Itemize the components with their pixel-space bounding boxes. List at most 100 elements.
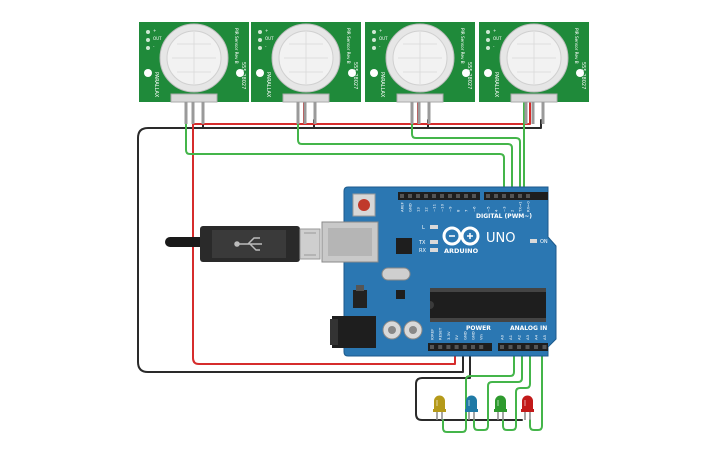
pir-pin-label: + bbox=[265, 28, 268, 33]
pir-pin-label: + bbox=[379, 28, 382, 33]
led-tx-label: TX bbox=[418, 240, 426, 246]
header-pin[interactable] bbox=[446, 345, 451, 349]
pir-1-signal-wire[interactable] bbox=[185, 102, 505, 197]
jumper-pad bbox=[258, 46, 262, 50]
crystal-oscillator bbox=[381, 267, 411, 281]
led-4-signal-wire[interactable] bbox=[529, 339, 543, 431]
jumper-pad bbox=[486, 38, 490, 42]
lens-base bbox=[510, 93, 558, 103]
power-wire[interactable] bbox=[192, 102, 456, 365]
ic-socket-top bbox=[430, 288, 546, 292]
mount-hole bbox=[462, 69, 470, 77]
header-pin[interactable] bbox=[408, 194, 412, 198]
pir-2-signal-wire[interactable] bbox=[297, 102, 513, 197]
header-pin[interactable] bbox=[438, 345, 443, 349]
pir-3-signal-wire[interactable] bbox=[411, 102, 521, 197]
header-pin[interactable] bbox=[510, 194, 514, 198]
pir-code: 555-28027 bbox=[240, 62, 246, 89]
header-pin[interactable] bbox=[454, 345, 459, 349]
led-3-signal-wire[interactable] bbox=[502, 339, 531, 431]
pir-code: 555-28027 bbox=[352, 62, 358, 89]
usb-symbol-icon bbox=[234, 237, 262, 251]
pir-pin[interactable] bbox=[184, 102, 188, 124]
header-pin[interactable] bbox=[440, 194, 444, 198]
lens-base bbox=[170, 93, 218, 103]
pir-pin[interactable] bbox=[410, 102, 414, 124]
pir-pin[interactable] bbox=[191, 102, 195, 124]
header-pin[interactable] bbox=[525, 345, 530, 349]
header-pin[interactable] bbox=[526, 194, 530, 198]
power-jack[interactable] bbox=[332, 316, 376, 348]
jumper-pad bbox=[146, 46, 150, 50]
lens-facets bbox=[284, 32, 328, 84]
header-pin[interactable] bbox=[471, 345, 475, 349]
pir-pin-label: OUT bbox=[153, 36, 162, 41]
header-pin[interactable] bbox=[479, 345, 484, 349]
jumper-pad bbox=[372, 38, 376, 42]
header-pin[interactable] bbox=[400, 194, 404, 198]
power-label: POWER bbox=[466, 325, 491, 332]
pir-pin[interactable] bbox=[313, 102, 317, 124]
led-rim bbox=[433, 409, 446, 412]
header-pin[interactable] bbox=[448, 194, 452, 198]
pir-pin[interactable] bbox=[303, 102, 307, 124]
header-pin[interactable] bbox=[416, 194, 420, 198]
digital-header-left bbox=[398, 192, 480, 200]
pir-power-chain[interactable] bbox=[192, 102, 531, 125]
pir-pin[interactable] bbox=[417, 102, 421, 124]
header-pin[interactable] bbox=[472, 194, 476, 198]
pir-pin[interactable] bbox=[296, 102, 300, 124]
header-pin[interactable] bbox=[424, 194, 428, 198]
led-3[interactable] bbox=[494, 395, 507, 420]
pir-pin[interactable] bbox=[524, 102, 528, 124]
atmega-microcontroller bbox=[430, 292, 546, 318]
reset-button[interactable] bbox=[358, 199, 370, 211]
led-ground-wire[interactable] bbox=[415, 339, 471, 421]
pir-brand: PARALLAX bbox=[379, 72, 385, 98]
led-dome bbox=[495, 395, 506, 409]
pir-pin-label: - bbox=[379, 44, 381, 49]
led-dome bbox=[466, 395, 477, 409]
header-pin[interactable] bbox=[542, 345, 547, 349]
header-pin[interactable] bbox=[494, 194, 498, 198]
pin-label: A0 bbox=[500, 334, 505, 340]
digital-label: DIGITAL (PWM~) bbox=[476, 213, 532, 220]
header-pin[interactable] bbox=[508, 345, 513, 349]
led-dome bbox=[434, 395, 445, 409]
pir-pin[interactable] bbox=[531, 102, 535, 124]
ic-socket-bottom bbox=[430, 318, 546, 322]
header-pin[interactable] bbox=[517, 345, 521, 349]
pir-code: 555-28027 bbox=[580, 62, 586, 89]
pir-pin[interactable] bbox=[201, 102, 205, 124]
led-2[interactable] bbox=[465, 395, 478, 420]
header-pin[interactable] bbox=[432, 194, 436, 198]
header-pin[interactable] bbox=[462, 345, 467, 349]
header-pin[interactable] bbox=[456, 194, 460, 198]
lens-base bbox=[396, 93, 444, 103]
header-pin[interactable] bbox=[518, 194, 522, 198]
pir-pin-label: OUT bbox=[379, 36, 388, 41]
pir-pin[interactable] bbox=[427, 102, 431, 124]
pin-label: 3.3V bbox=[446, 331, 451, 340]
pin-label: Vin bbox=[479, 333, 484, 340]
led-1[interactable] bbox=[433, 395, 446, 420]
arduino-model: UNO bbox=[486, 231, 515, 246]
header-pin[interactable] bbox=[500, 345, 504, 349]
header-pin[interactable] bbox=[430, 345, 434, 349]
header-pin[interactable] bbox=[502, 194, 506, 198]
header-pin[interactable] bbox=[534, 345, 538, 349]
header-pin[interactable] bbox=[486, 194, 490, 198]
ground-wire[interactable] bbox=[137, 102, 464, 373]
led-4[interactable] bbox=[521, 395, 534, 420]
pin-label: A5 bbox=[542, 334, 547, 340]
header-pin[interactable] bbox=[464, 194, 468, 198]
led-2-signal-wire[interactable] bbox=[473, 339, 523, 431]
pir-pin-label: - bbox=[493, 44, 495, 49]
pir-pin[interactable] bbox=[541, 102, 545, 124]
